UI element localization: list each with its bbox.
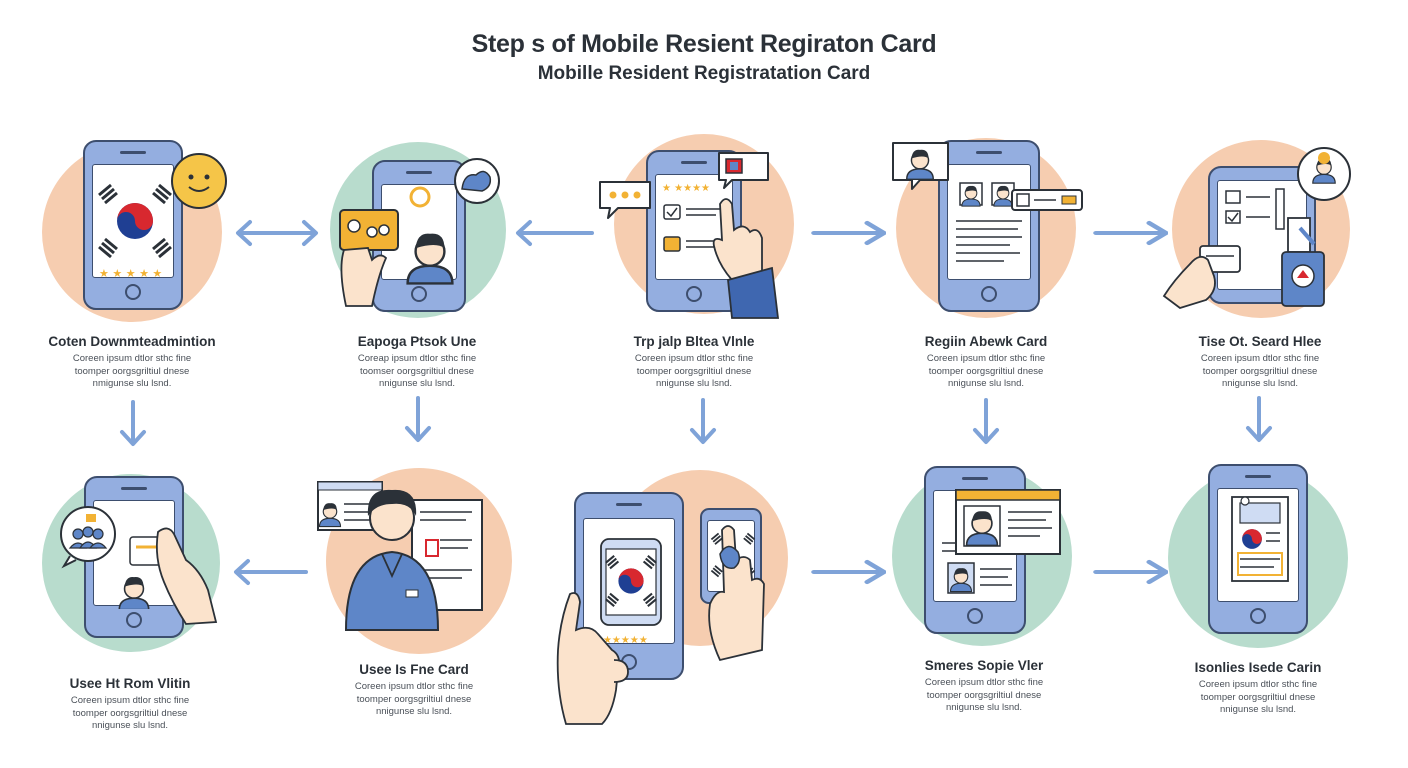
group-bubble-icon: [60, 506, 116, 569]
step-6-desc-1: Coreen ipsum dtlor sthc fine: [70, 695, 190, 706]
arrow-right-icon: [810, 218, 886, 248]
svg-text:★ ★ ★ ★ ★: ★ ★ ★ ★ ★: [99, 267, 162, 280]
phone: [1208, 464, 1308, 634]
arrow-left-icon: [234, 559, 308, 585]
checklist-form-icon: ★ ★★★★: [662, 183, 722, 252]
double-arrow-icon: [236, 220, 318, 246]
step-4-title: Regiin Abewk Card: [924, 334, 1048, 349]
map-bubble-icon: [454, 158, 500, 204]
chat-bubble-icon: [599, 181, 651, 219]
id-bubble-icon: [718, 152, 769, 189]
id-card-in-hand-icon: [339, 209, 399, 307]
step-9-desc-2: toomper oorgsgriltiul dnese: [1200, 691, 1316, 703]
arrow-down-icon: [690, 398, 716, 444]
step-3-caption: Trp jalp Bltea Vlnle Coreen ipsum dtlor …: [584, 334, 804, 391]
step-5-caption: Tise Ot. Seard Hlee Coreen ipsum dtlor s…: [1150, 334, 1370, 391]
step-8-desc-2: toomper oorgsgriltiul dnese: [926, 689, 1042, 701]
step-6-desc-3: nnigunse slu lsnd.: [91, 720, 169, 731]
step-1-desc-3: nmigunse slu lsnd.: [92, 378, 172, 389]
step-2-desc-2: toomser oorgsgriltiul dnese: [359, 365, 475, 377]
step-4-desc-3: nnigunse slu lsnd.: [947, 378, 1025, 389]
arrow-down-icon: [405, 396, 431, 442]
smiley-face-icon: [171, 153, 227, 209]
svg-text:★★★★★★: ★★★★★★: [594, 635, 648, 646]
arrow-right-icon: [1092, 557, 1168, 587]
step-9-desc-3: nnigunse slu lsnd.: [1219, 704, 1297, 715]
step-2-desc-3: nnigunse slu lsnd.: [378, 378, 456, 389]
step-3-title: Trp jalp Bltea Vlnle: [633, 334, 755, 349]
step-7-desc-1: Coreen ipsum dtlor sthc fine: [354, 681, 474, 692]
step-3-desc-3: nnigunse slu lsnd.: [655, 378, 733, 389]
id-tag-icon: [1011, 189, 1083, 211]
step-2-desc-1: Coreap ipsum dtlor sthc fine: [357, 353, 477, 364]
step-8-title: Smeres Sopie Vler: [924, 658, 1044, 673]
step-8-desc-3: nnigunse slu lsnd.: [945, 702, 1023, 713]
step-8-caption: Smeres Sopie Vler Coreen ipsum dtlor sth…: [874, 658, 1094, 715]
people-bubble-icon: [1297, 147, 1351, 201]
step-1-desc-1: Coreen ipsum dtlor sthc fine: [72, 353, 192, 364]
step-7-title: Usee Is Fne Card: [359, 662, 469, 677]
page-title: Step s of Mobile Resient Regiraton Card: [471, 30, 937, 58]
arrow-right-icon: [1092, 218, 1168, 248]
step-3-desc-1: Coreen ipsum dtlor sthc fine: [634, 353, 754, 364]
arrow-left-icon: [516, 220, 594, 246]
step-4-desc-1: Coreen ipsum dtlor sthc fine: [926, 353, 1046, 364]
hand-holding-phone-icon: [556, 592, 629, 725]
step-1-caption: Coten Downmteadmintion Coreen ipsum dtlo…: [22, 334, 242, 391]
step-5-desc-1: Coreen ipsum dtlor sthc fine: [1200, 353, 1320, 364]
step-5-desc-2: toomper oorgsgriltiul dnese: [1202, 365, 1318, 377]
card-in-hand-icon: [1162, 245, 1241, 309]
step-1-title: Coten Downmteadmintion: [48, 334, 216, 349]
page-subtitle: Mobille Resident Registratation Card: [537, 63, 871, 84]
step-5-title: Tise Ot. Seard Hlee: [1198, 334, 1322, 349]
step-6-caption: Usee Ht Rom Vlitin Coreen ipsum dtlor st…: [20, 676, 240, 733]
step-2-caption: Eapoga Ptsok Une Coreap ipsum dtlor sthc…: [307, 334, 527, 391]
pointing-hand-icon: [712, 198, 780, 319]
step-6-title: Usee Ht Rom Vlitin: [69, 676, 191, 691]
phone: ★ ★ ★ ★ ★: [83, 140, 183, 310]
step-4-desc-2: toomper oorgsgriltiul dnese: [928, 365, 1044, 377]
person-with-document-icon: [317, 481, 483, 631]
step-7-desc-3: nnigunse slu lsnd.: [375, 706, 453, 717]
step-3-desc-2: toomper oorgsgriltiul dnese: [636, 365, 752, 377]
korean-flag-icon: ★ ★ ★ ★ ★: [97, 183, 173, 280]
step-5-desc-3: nnigunse slu lsnd.: [1221, 378, 1299, 389]
phone: ★★★★★★: [574, 492, 684, 680]
arrow-right-icon: [810, 557, 886, 587]
step-7-desc-2: toomper oorgsgriltiul dnese: [356, 693, 472, 705]
profile-card-icon: [955, 489, 1061, 555]
rating-stars: ★ ★ ★ ★ ★: [99, 267, 162, 280]
svg-text:★ ★★★★: ★ ★★★★: [662, 183, 710, 194]
arrow-down-icon: [973, 398, 999, 444]
korean-id-phone-icon: ★★★★★★: [594, 538, 662, 646]
step-8-desc-1: Coreen ipsum dtlor sthc fine: [924, 677, 1044, 688]
step-9-caption: Isonlies Isede Carin Coreen ipsum dtlor …: [1148, 660, 1368, 717]
avatar-bubble-icon: [892, 142, 949, 190]
document-form-icon: [956, 182, 1022, 262]
step-9-title: Isonlies Isede Carin: [1194, 660, 1322, 675]
checklist-icon: [1225, 188, 1285, 230]
passport-icon: [1281, 217, 1325, 307]
step-9-desc-1: Coreen ipsum dtlor sthc fine: [1198, 679, 1318, 690]
user-profile-icon: [406, 186, 454, 285]
tapping-hand-icon: [708, 525, 765, 662]
profile-document-icon: [942, 542, 1012, 594]
step-7-caption: Usee Is Fne Card Coreen ipsum dtlor sthc…: [304, 662, 524, 719]
phone: [938, 140, 1040, 312]
step-6-desc-2: toomper oorgsgriltiul dnese: [72, 707, 188, 719]
digital-id-card-icon: [1231, 496, 1289, 582]
step-2-title: Eapoga Ptsok Une: [357, 334, 477, 349]
arrow-down-icon: [1246, 396, 1272, 442]
arrow-down-icon: [120, 400, 146, 446]
step-4-caption: Regiin Abewk Card Coreen ipsum dtlor sth…: [876, 334, 1096, 391]
step-1-desc-2: toomper oorgsgriltiul dnese: [74, 365, 190, 377]
hand-icon: [155, 527, 218, 625]
